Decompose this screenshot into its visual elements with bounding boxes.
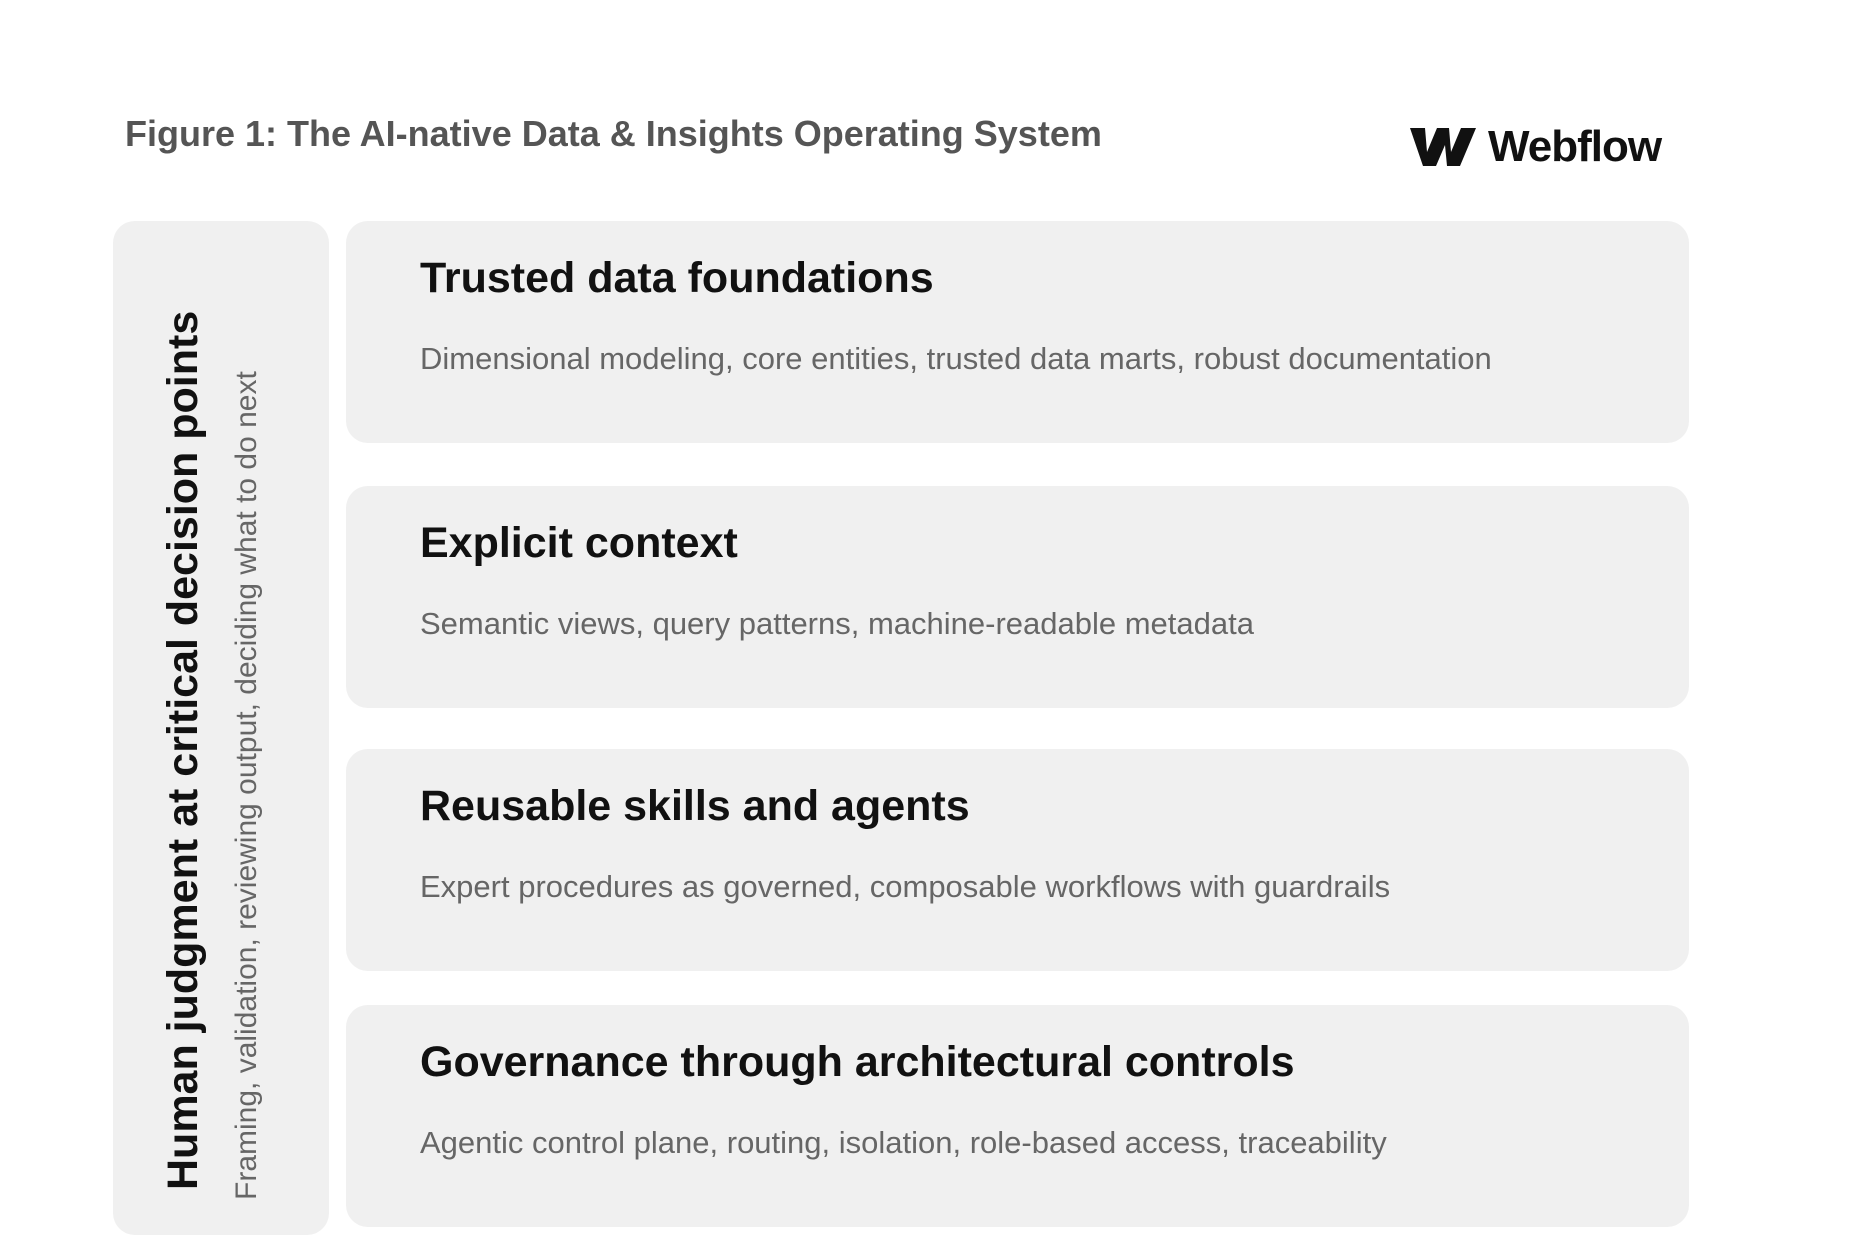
- layer-explicit-context: Explicit context Semantic views, query p…: [346, 486, 1689, 708]
- human-judgment-title: Human judgment at critical decision poin…: [159, 310, 207, 1190]
- layer-description: Dimensional modeling, core entities, tru…: [420, 341, 1492, 376]
- human-judgment-subtitle: Framing, validation, reviewing output, d…: [230, 371, 263, 1200]
- layer-governance: Governance through architectural control…: [346, 1005, 1689, 1227]
- webflow-logo-icon: [1410, 128, 1476, 166]
- layer-title: Governance through architectural control…: [420, 1038, 1295, 1086]
- layer-title: Explicit context: [420, 519, 738, 567]
- layer-trusted-data-foundations: Trusted data foundations Dimensional mod…: [346, 221, 1689, 443]
- layer-reusable-skills-and-agents: Reusable skills and agents Expert proced…: [346, 749, 1689, 971]
- figure-title: Figure 1: The AI-native Data & Insights …: [125, 113, 1102, 154]
- layer-title: Trusted data foundations: [420, 254, 934, 302]
- brand-name: Webflow: [1488, 122, 1662, 171]
- layer-description: Semantic views, query patterns, machine-…: [420, 606, 1254, 641]
- human-judgment-panel: [113, 221, 329, 1235]
- brand-logo: Webflow: [1410, 122, 1662, 171]
- layer-description: Expert procedures as governed, composabl…: [420, 869, 1391, 904]
- layer-description: Agentic control plane, routing, isolatio…: [420, 1125, 1387, 1160]
- layer-title: Reusable skills and agents: [420, 782, 970, 830]
